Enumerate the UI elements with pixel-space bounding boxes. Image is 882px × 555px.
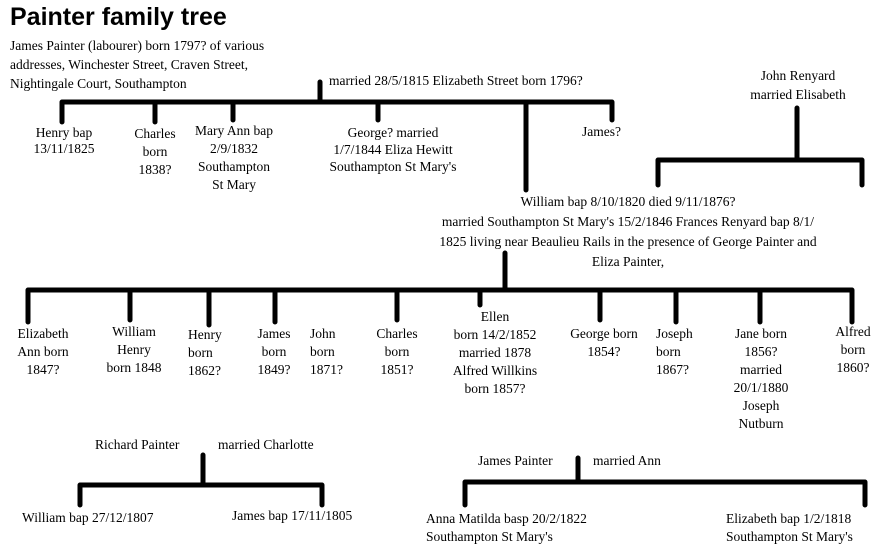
child2-joseph: Joseph born 1867? bbox=[656, 326, 693, 377]
child2-ellen: Ellen born 14/2/1852 married 1878 Alfred… bbox=[452, 309, 538, 396]
child2-elizabeth: Elizabeth Ann born 1847? bbox=[17, 326, 69, 377]
child2-henry: Henry born 1862? bbox=[188, 327, 222, 378]
james2-child-elizabeth: Elizabeth bap 1/2/1818 Southampton St Ma… bbox=[726, 511, 853, 544]
child-mary-ann: Mary Ann bap 2/9/1832 Southampton St Mar… bbox=[195, 123, 273, 192]
richard-connector bbox=[77, 452, 325, 508]
richard-child-james: James bap 17/11/1805 bbox=[232, 508, 353, 523]
william-connector bbox=[25, 250, 855, 328]
child2-john: John born 1871? bbox=[310, 326, 343, 377]
child2-james: James born 1849? bbox=[257, 326, 291, 377]
james2-person: James Painter bbox=[478, 453, 553, 468]
child-charles: Charles born 1838? bbox=[134, 126, 176, 177]
james2-child-anna: Anna Matilda basp 20/2/1822 Southampton … bbox=[426, 511, 587, 544]
richard-spouse: married Charlotte bbox=[218, 437, 314, 452]
james2-connector bbox=[462, 455, 868, 508]
page-title: Painter family tree bbox=[10, 3, 227, 31]
child2-alfred: Alfred born 1860? bbox=[835, 324, 871, 375]
richard-child-william: William bap 27/12/1807 bbox=[22, 510, 154, 525]
child2-george: George born 1854? bbox=[570, 326, 638, 359]
child-james: James? bbox=[582, 124, 621, 139]
root-marriage: married 28/5/1815 Elizabeth Street born … bbox=[329, 73, 583, 88]
william-entry: William bap 8/10/1820 died 9/11/1876? ma… bbox=[439, 194, 817, 269]
james2-spouse: married Ann bbox=[593, 453, 661, 468]
richard-person: Richard Painter bbox=[95, 437, 180, 452]
child2-jane: Jane born 1856? married 20/1/1880 Joseph… bbox=[733, 326, 789, 431]
root-person: James Painter (labourer) born 1797? of v… bbox=[10, 38, 265, 91]
root-connector bbox=[59, 79, 615, 193]
child2-william: William Henry born 1848 bbox=[106, 324, 162, 375]
renyard-parents: John Renyard married Elisabeth bbox=[750, 68, 846, 102]
child-george: George? married 1/7/1844 Eliza Hewitt So… bbox=[329, 125, 457, 174]
child-henry: Henry bap 13/11/1825 bbox=[33, 125, 95, 156]
renyard-connector bbox=[655, 105, 865, 188]
child2-charles: Charles born 1851? bbox=[376, 326, 418, 377]
